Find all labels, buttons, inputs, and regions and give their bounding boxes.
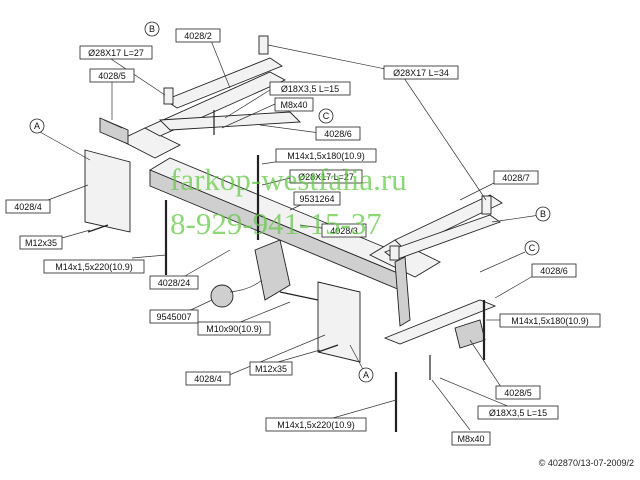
svg-text:4028/2: 4028/2 bbox=[184, 31, 212, 41]
callout-c-top-text: C bbox=[323, 111, 330, 121]
tow-ball-neck bbox=[229, 279, 263, 293]
label-m12x35-right: M12x35 bbox=[249, 361, 293, 376]
svg-text:M14x1,5x220(10.9): M14x1,5x220(10.9) bbox=[55, 262, 133, 272]
svg-text:Ø28X17 L=27: Ø28X17 L=27 bbox=[298, 172, 354, 182]
label-d28x17-l34: Ø28X17 L=34 bbox=[383, 65, 459, 80]
left-holder-4028-6 bbox=[158, 111, 302, 131]
spacer-tube-l34 bbox=[258, 35, 269, 55]
svg-text:M12x35: M12x35 bbox=[255, 364, 287, 374]
svg-text:9531264: 9531264 bbox=[299, 194, 334, 204]
label-4028-7: 4028/7 bbox=[493, 170, 539, 185]
svg-text:M12x35: M12x35 bbox=[25, 238, 57, 248]
label-4028-5-left: 4028/5 bbox=[89, 68, 135, 83]
label-4028-4-bottom: 4028/4 bbox=[185, 371, 231, 386]
callout-b-right-text: B bbox=[540, 209, 546, 219]
svg-text:4028/6: 4028/6 bbox=[324, 129, 352, 139]
callout-c-top: C bbox=[318, 108, 334, 124]
left-side-plate-4028-4 bbox=[84, 149, 131, 233]
upper-bracket-4028-2 bbox=[164, 57, 283, 109]
label-4028-2: 4028/2 bbox=[175, 28, 221, 43]
svg-text:M14x1,5x180(10.9): M14x1,5x180(10.9) bbox=[511, 316, 589, 326]
label-d28x17-l27-mid: Ø28X17 L=27 bbox=[289, 169, 363, 184]
label-4028-6-top: 4028/6 bbox=[315, 126, 361, 141]
label-9545007: 9545007 bbox=[149, 309, 199, 324]
label-4028-5-right: 4028/5 bbox=[495, 385, 541, 400]
callout-c-right-text: C bbox=[529, 243, 536, 253]
spacer-tube-l27-left bbox=[163, 87, 174, 105]
callout-c-right: C bbox=[524, 240, 540, 256]
right-drop-bar bbox=[394, 256, 411, 327]
svg-text:Ø28X17 L=34: Ø28X17 L=34 bbox=[393, 68, 449, 78]
svg-text:M14x1,5x180(10.9): M14x1,5x180(10.9) bbox=[287, 151, 365, 161]
svg-text:Ø18X3,5 L=15: Ø18X3,5 L=15 bbox=[281, 84, 339, 94]
svg-text:4028/4: 4028/4 bbox=[14, 202, 42, 212]
right-angle-bracket-4028-5 bbox=[454, 319, 486, 349]
label-m12x35-left: M12x35 bbox=[19, 235, 63, 250]
svg-text:4028/4: 4028/4 bbox=[194, 374, 222, 384]
label-9531264: 9531264 bbox=[293, 191, 341, 206]
right-side-plate-4028-4 bbox=[317, 281, 361, 363]
label-4028-6-right: 4028/6 bbox=[531, 263, 577, 278]
parts-group bbox=[84, 35, 503, 432]
label-m8x40-top: M8x40 bbox=[274, 97, 314, 112]
label-m8x40-bottom: M8x40 bbox=[451, 431, 491, 446]
svg-text:4028/6: 4028/6 bbox=[540, 266, 568, 276]
callout-a-left-text: A bbox=[34, 121, 40, 131]
right-lower-holder-4028-6 bbox=[383, 299, 497, 345]
label-m14x180-top: M14x1,5x180(10.9) bbox=[275, 148, 377, 163]
svg-text:M8x40: M8x40 bbox=[457, 434, 484, 444]
svg-text:4028/3: 4028/3 bbox=[330, 226, 358, 236]
spacer-tube-l34-right bbox=[481, 195, 492, 215]
svg-text:4028/7: 4028/7 bbox=[502, 173, 530, 183]
callout-b-right: B bbox=[535, 206, 551, 222]
label-m10x90: M10x90(10.9) bbox=[197, 321, 271, 336]
copyright-text: © 402870/13-07-2009/2 bbox=[539, 458, 634, 468]
label-4028-3: 4028/3 bbox=[321, 223, 367, 238]
spacer-tube-l27-right bbox=[389, 245, 400, 261]
svg-text:M8x40: M8x40 bbox=[280, 100, 307, 110]
ball-mount-body bbox=[254, 239, 291, 301]
watermark-site: farkop-westfalia.ru bbox=[170, 162, 407, 197]
label-m14x220-bottom: M14x1,5x220(10.9) bbox=[265, 417, 367, 432]
label-4028-4-left: 4028/4 bbox=[5, 199, 51, 214]
callout-b-top-text: B bbox=[149, 24, 155, 34]
watermark-phone: 8-929-941-15-37 bbox=[170, 206, 382, 241]
left-angle-bracket-4028-5 bbox=[99, 117, 129, 145]
bolt-m12x35-right bbox=[317, 344, 339, 353]
svg-text:Ø28X17 L=27: Ø28X17 L=27 bbox=[88, 48, 144, 58]
bolt-m10x90 bbox=[279, 291, 319, 301]
label-d18x3-bottom: Ø18X3,5 L=15 bbox=[477, 405, 559, 420]
label-4028-24: 4028/24 bbox=[149, 275, 199, 290]
label-d28x17-l27-top: Ø28X17 L=27 bbox=[79, 45, 153, 60]
callout-b-top: B bbox=[144, 21, 160, 37]
svg-text:4028/24: 4028/24 bbox=[158, 278, 191, 288]
svg-text:Ø18X3,5 L=15: Ø18X3,5 L=15 bbox=[489, 408, 547, 418]
svg-text:4028/5: 4028/5 bbox=[98, 71, 126, 81]
svg-text:4028/5: 4028/5 bbox=[504, 388, 532, 398]
left-side-member bbox=[118, 127, 182, 159]
svg-text:9545007: 9545007 bbox=[156, 312, 191, 322]
svg-text:M10x90(10.9): M10x90(10.9) bbox=[206, 324, 262, 334]
label-d18x3-top: Ø18X3,5 L=15 bbox=[269, 81, 351, 96]
svg-text:M14x1,5x220(10.9): M14x1,5x220(10.9) bbox=[277, 420, 355, 430]
bolt-m12x35-left bbox=[87, 224, 109, 233]
callout-a-bottom-text: A bbox=[363, 370, 369, 380]
callout-a-left: A bbox=[29, 118, 45, 134]
tow-ball bbox=[210, 284, 234, 308]
callout-a-bottom: A bbox=[358, 367, 374, 383]
label-m14x220-left: M14x1,5x220(10.9) bbox=[43, 259, 145, 274]
label-m14x180-right: M14x1,5x180(10.9) bbox=[499, 313, 601, 328]
